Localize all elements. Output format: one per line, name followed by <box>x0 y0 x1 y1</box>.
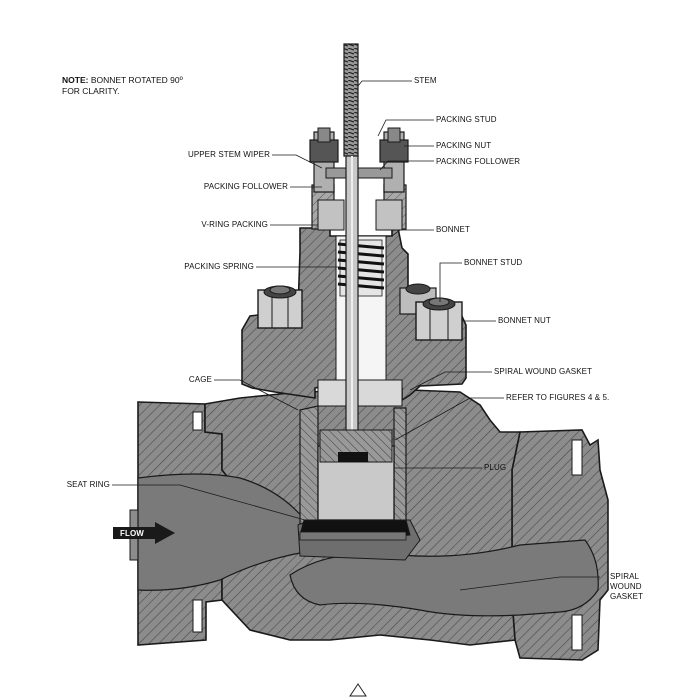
label-bonnet-stud: BONNET STUD <box>464 258 523 267</box>
label-packing-follower-right: PACKING FOLLOWER <box>436 157 521 166</box>
label-flow: FLOW <box>120 529 144 538</box>
packing-assembly <box>309 127 409 231</box>
label-stem: STEM <box>414 76 437 85</box>
label-spiral-wound-gasket-top: SPIRAL WOUND GASKET <box>494 367 593 376</box>
triangle-marker-icon <box>349 683 367 697</box>
label-plug: PLUG <box>484 463 507 472</box>
note-line1: BONNET ROTATED 90º <box>90 75 183 85</box>
label-packing-nut: PACKING NUT <box>436 141 492 150</box>
label-spiral-wound-gasket-bottom-1: SPIRAL <box>610 572 640 581</box>
label-upper-stem-wiper: UPPER STEM WIPER <box>187 150 270 159</box>
label-bonnet: BONNET <box>436 225 470 234</box>
cage <box>299 405 319 525</box>
label-seat-ring: SEAT RING <box>66 480 110 489</box>
label-spiral-wound-gasket-bottom-3: GASKET <box>610 592 644 601</box>
diagram-note: NOTE: BONNET ROTATED 90º FOR CLARITY. <box>62 75 183 97</box>
label-packing-follower-left: PACKING FOLLOWER <box>203 182 288 191</box>
bonnet-studs <box>257 283 463 341</box>
label-bonnet-nut: BONNET NUT <box>498 316 551 325</box>
label-refer-figures: REFER TO FIGURES 4 & 5. <box>506 393 610 402</box>
note-bold: NOTE: <box>62 75 89 85</box>
label-v-ring-packing: V-RING PACKING <box>201 220 268 229</box>
label-packing-stud: PACKING STUD <box>436 115 497 124</box>
leader-lines <box>112 80 600 591</box>
stem <box>343 43 359 447</box>
label-cage: CAGE <box>188 375 212 384</box>
cage-plug <box>299 405 411 541</box>
note-line2: FOR CLARITY. <box>62 86 120 96</box>
flow-arrow <box>113 522 175 544</box>
label-spiral-wound-gasket-bottom-2: WOUND <box>610 582 642 591</box>
label-packing-spring: PACKING SPRING <box>184 262 254 271</box>
